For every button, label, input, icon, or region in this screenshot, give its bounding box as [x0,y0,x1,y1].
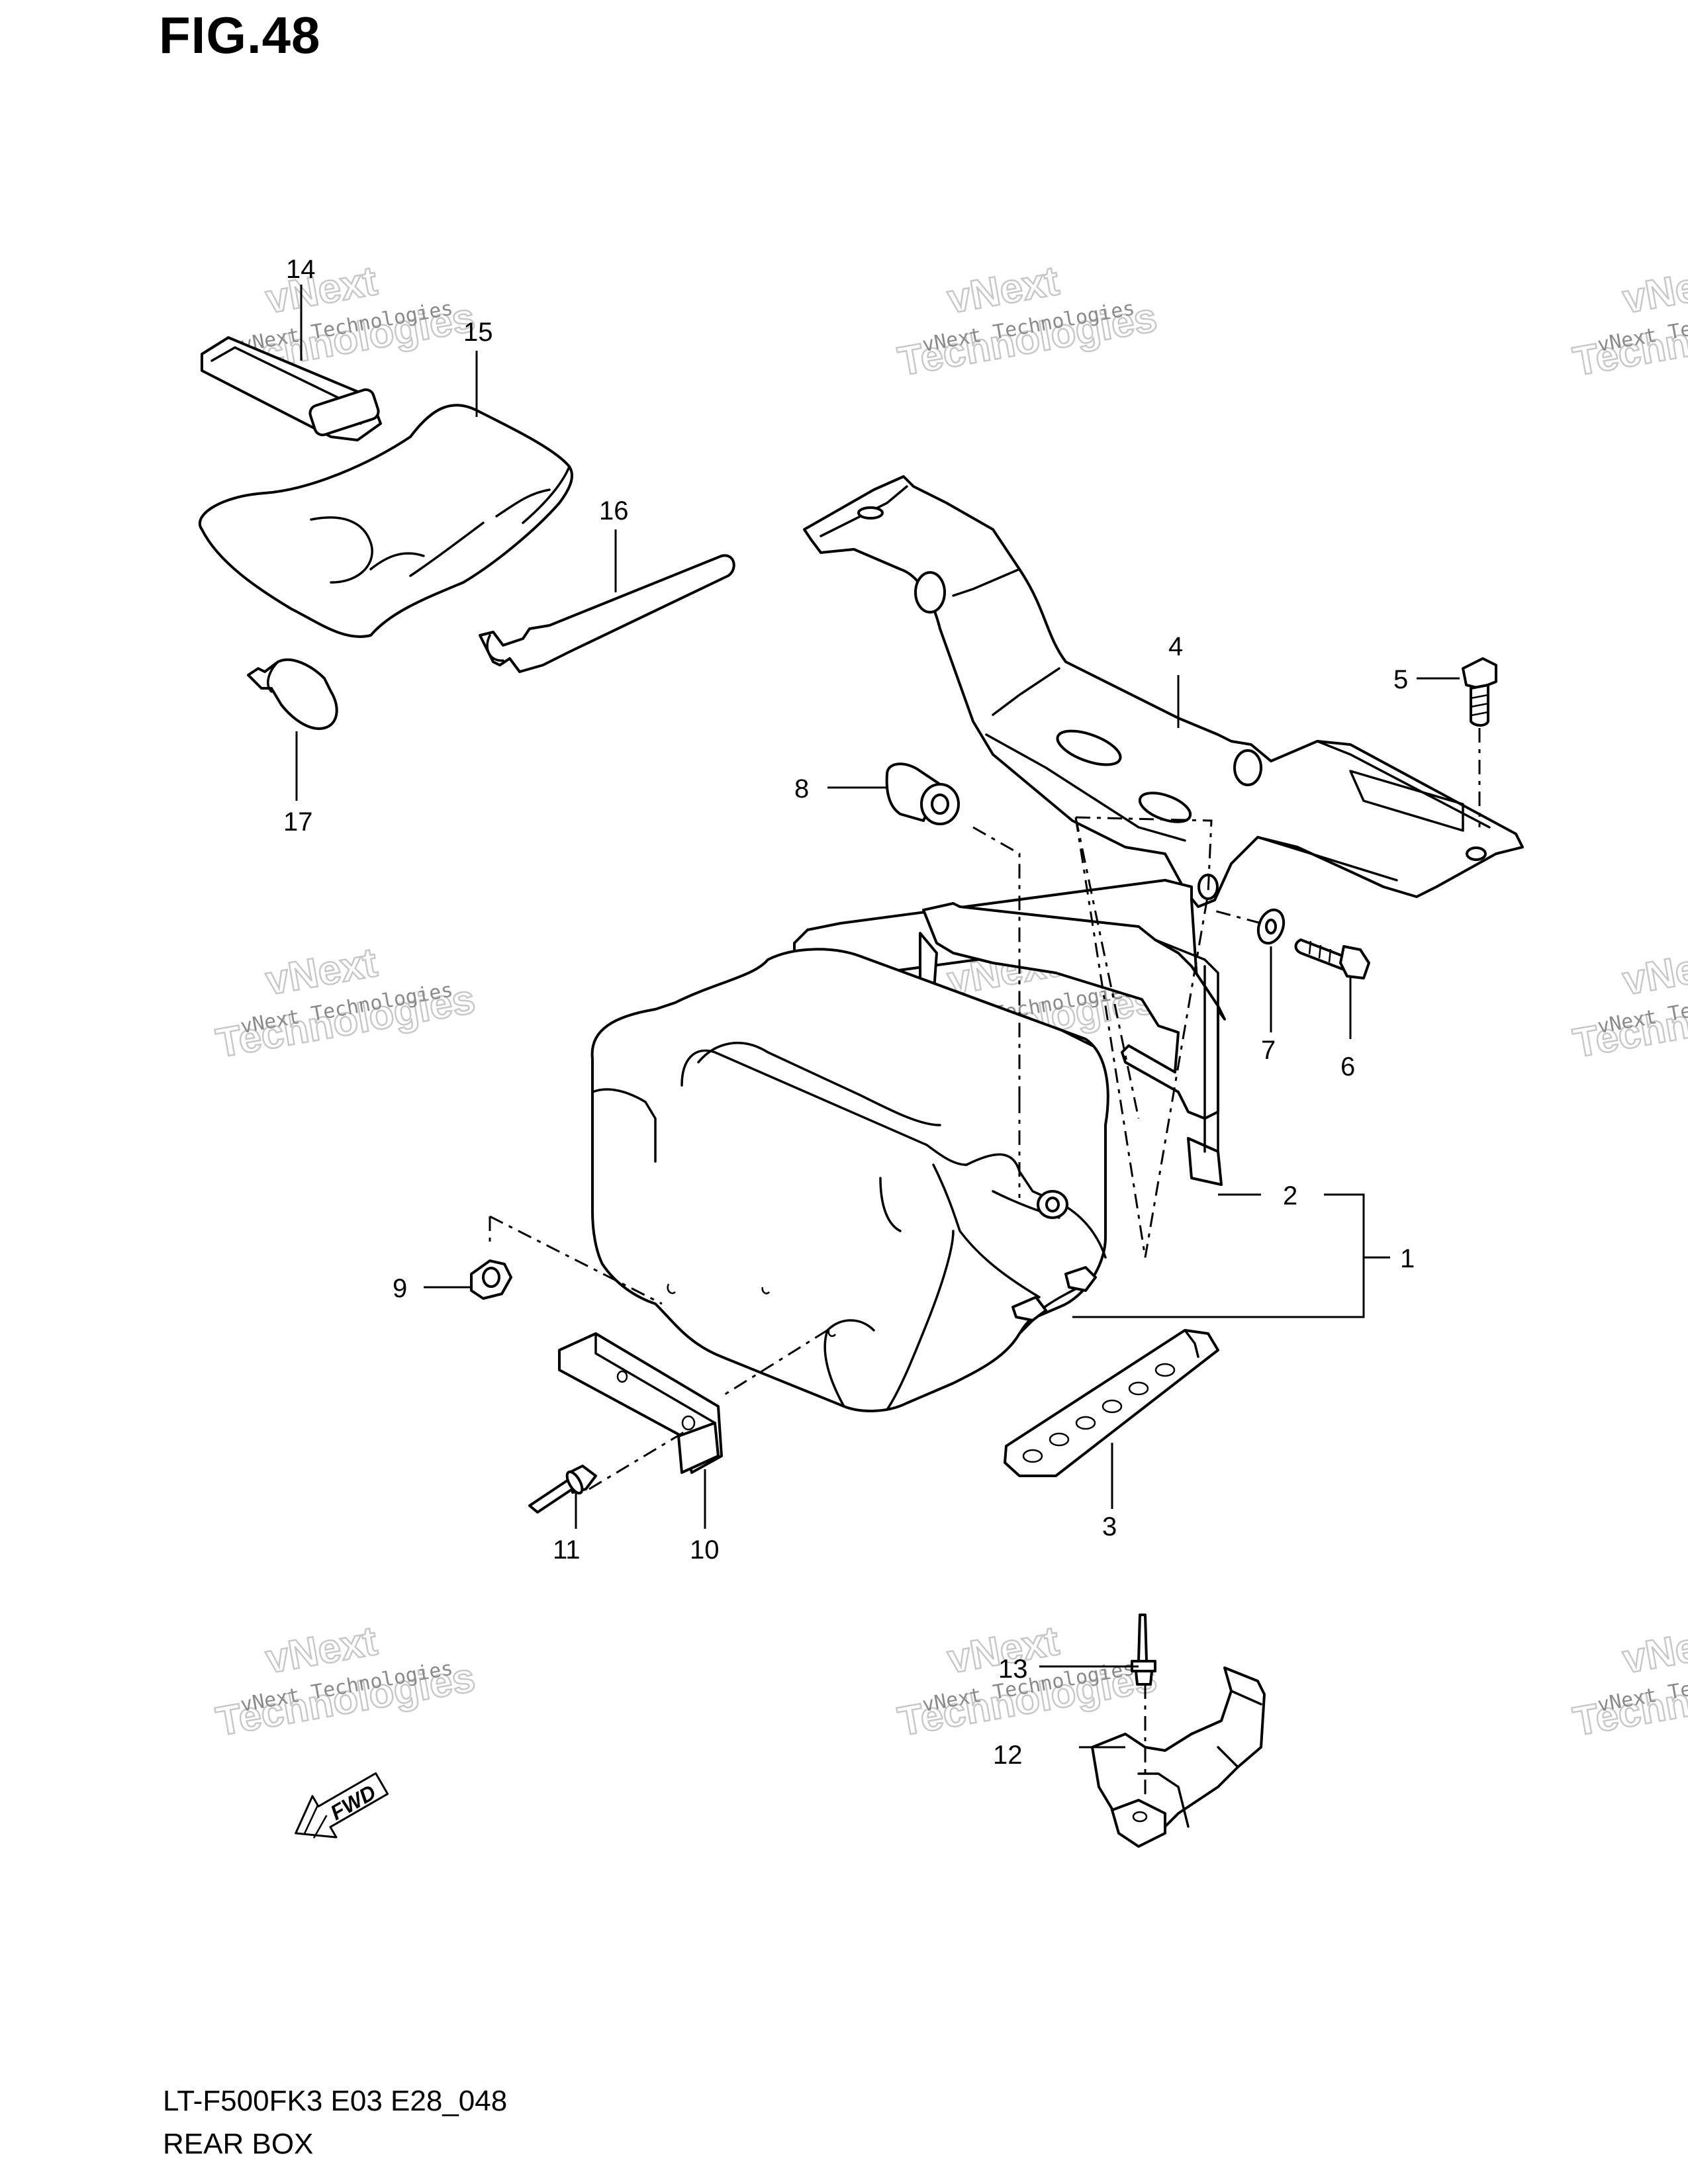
part-11-rivet [528,1465,597,1514]
callout-8: 8 [794,774,809,803]
callout-3: 3 [1102,1512,1117,1541]
callout-17: 17 [283,807,313,837]
part-8-collar [885,762,960,825]
watermark-brand: vNext [1619,258,1688,322]
callout-4: 4 [1168,632,1183,661]
callout-1: 1 [1400,1244,1415,1273]
callout-16: 16 [599,496,629,525]
watermark: vNext Technologies vNext Technologies [1569,257,1688,386]
assembly-lines [489,728,1481,1800]
callout-9: 9 [393,1274,407,1303]
callout-11: 11 [553,1535,581,1565]
leader-lines [295,285,1460,1749]
figure-name: REAR BOX [163,2128,314,2160]
part-3-side-plate [1004,1329,1219,1477]
callout-7: 7 [1261,1036,1276,1065]
watermark: vNext Technologies vNext Technologies [894,257,1160,386]
part-5-bolt [1462,657,1497,727]
part-6-screw [1294,938,1370,979]
part-4-bracket [803,475,1524,908]
part-13-rivet [1131,1614,1156,1686]
watermark: vNext Technologies vNext Technologies [212,939,479,1068]
callout-15: 15 [463,318,493,347]
part-16-spanner [479,554,735,673]
watermark-brand: vNext [1619,940,1688,1004]
part-1-box-body [590,948,1109,1412]
callout-6: 6 [1340,1052,1355,1081]
watermark: vNext Technologies vNext Technologies [1569,939,1688,1068]
callout-14: 14 [286,255,316,284]
callout-labels: 1 2 3 4 5 6 7 8 9 10 11 12 13 14 15 16 1… [283,255,1415,1770]
part-15-tool-bag [198,404,573,638]
watermark-brand: vNext [1619,1618,1688,1682]
model-code: LT-F500FK3 E03 E28_048 [163,2085,508,2117]
watermark: vNext Technologies vNext Technologies [1569,1617,1688,1746]
part-10-bracket [558,1332,723,1474]
watermark: vNext Technologies vNext Technologies [212,1617,479,1746]
part-14-strap [201,336,382,441]
callout-10: 10 [690,1535,720,1565]
part-9-nut [470,1259,512,1300]
figure-title: FIG.48 [159,6,321,64]
part-7-washer [1256,908,1286,945]
callout-12: 12 [993,1741,1023,1770]
fwd-arrow: FWD [295,1772,389,1839]
part-12-bracket [1091,1666,1266,1848]
callout-13: 13 [998,1655,1028,1684]
callout-5: 5 [1393,665,1408,694]
callout-2: 2 [1283,1181,1297,1210]
part-17-plug [247,658,338,730]
